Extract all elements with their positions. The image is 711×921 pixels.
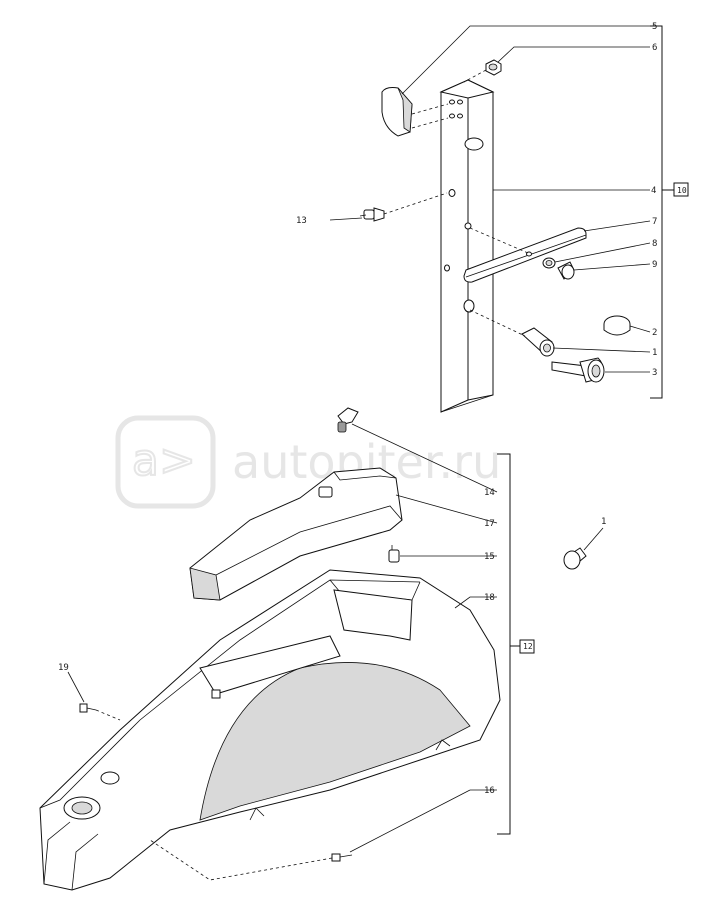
callout-17: 17 [484,519,495,529]
bushing-part-1 [521,327,555,357]
callout-3: 3 [652,368,657,378]
callout-8: 8 [652,239,657,249]
flat-bar-part-7 [463,227,587,283]
callout-9: 9 [652,260,657,270]
callout-7: 7 [652,217,657,227]
button-part-1 [563,547,587,570]
knob-part-14 [337,407,359,433]
washer-part-8 [542,257,556,269]
callout-14: 14 [484,488,495,498]
grip-shaft-part-3 [551,357,605,383]
callout-10: 10 [677,186,687,195]
callout-2: 2 [652,328,657,338]
plug-part-2 [603,315,631,336]
bolt-part-9 [557,261,575,280]
callout-12: 12 [523,642,533,651]
screw-part-16 [331,853,353,862]
pin-part-13 [359,207,385,222]
callout-1-lower: 1 [601,517,606,527]
callout-5: 5 [652,22,657,32]
upper-leader-lines [329,25,651,373]
watermark-logo-frame [115,415,216,509]
callout-16: 16 [484,786,495,796]
callout-1-upper: 1 [652,348,657,358]
callout-4: 4 [651,186,656,196]
watermark-logo-glyph: a> [132,435,196,486]
fender-part-18 [39,569,501,891]
bracket-group-10 [650,25,689,399]
handle-part-5 [381,87,413,137]
bracket-group-12 [497,453,535,835]
callout-15: 15 [484,552,495,562]
callout-18: 18 [484,593,495,603]
callout-19: 19 [58,663,69,673]
lower-leader-lines [67,423,604,853]
callout-6: 6 [652,43,657,53]
nut-part-6 [485,59,502,76]
post-part-4 [439,79,495,413]
clip-part-15 [388,545,400,563]
callout-13: 13 [296,216,307,226]
callout-labels: 5 6 4 10 7 8 9 2 1 3 13 14 17 15 18 12 1… [58,22,687,796]
screw-part-19 [79,703,97,713]
cover-part-17 [189,467,403,601]
